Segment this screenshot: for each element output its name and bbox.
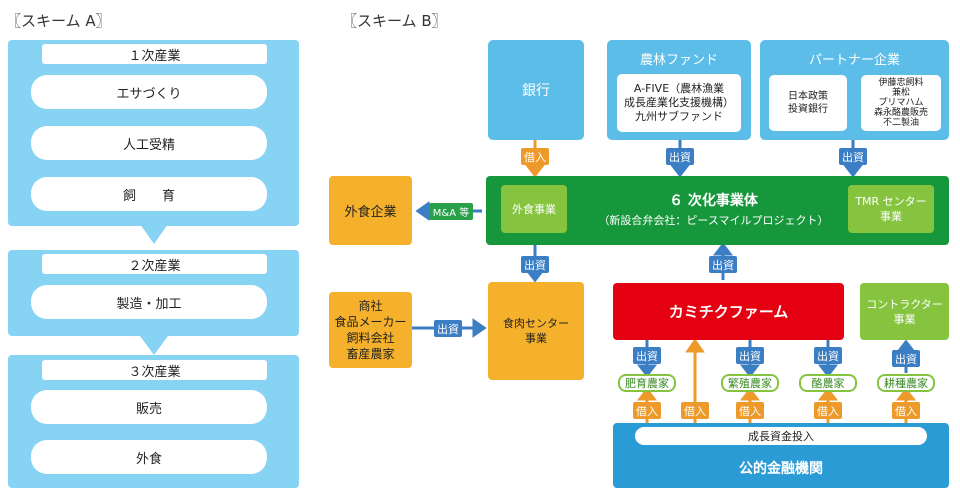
artificial-insemination-item: 人工受精 <box>31 126 267 160</box>
ma-tag: M&A 等 <box>429 203 473 220</box>
dbj-line1: 日本政策 <box>788 91 828 102</box>
dbj-line2: 投資銀行 <box>788 104 828 115</box>
partner-list-box: 伊藤忠飼料 兼松 プリマハム 森永酪農販売 不二製油 <box>861 75 941 131</box>
agri-fund-title: 農林ファンド <box>639 53 718 68</box>
contractor-line2: 事業 <box>893 312 916 326</box>
sales-item: 販売 <box>31 390 267 424</box>
public-finance-label: 公的金融機関 <box>739 461 823 477</box>
partner-4: 森永酪農販売 <box>873 108 928 118</box>
restaurant-company-box: 外食企業 <box>329 176 412 245</box>
loan-tag-bank: 借入 <box>521 148 549 165</box>
contractor-line1: コントラクター <box>866 297 943 311</box>
tmr-line1: TMR センター <box>855 195 927 208</box>
agri-fund-box: 農林ファンド A-FIVE（農林漁業 成長産業化支援機構） 九州サブファンド <box>607 40 751 140</box>
invest-tag-kamichiku: 出資 <box>709 256 737 273</box>
public-finance-box: 成長資金投入 公的金融機関 <box>613 423 949 488</box>
partner-3: プリマハム <box>878 98 924 108</box>
tmr-center-box: TMR センター 事業 <box>848 185 934 233</box>
invest-tag-partners: 出資 <box>839 148 867 165</box>
loan-tag-kamichiku: 借入 <box>681 402 709 419</box>
scheme-b-heading: 〖スキーム B〗 <box>342 12 447 30</box>
a-five-box: A-FIVE（農林漁業 成長産業化支援機構） 九州サブファンド <box>617 74 741 132</box>
feed-making-item: エサづくり <box>31 75 267 109</box>
a-five-line2: 成長産業化支援機構） <box>624 96 734 109</box>
invest-tag-meat-center: 出資 <box>521 256 549 273</box>
sixth-industry-entity-box: 外食事業 ６ 次化事業体 （新設合弁会社：ピースマイルプロジェクト） TMR セ… <box>486 176 949 245</box>
dairy-farm-pill: 酪農家 <box>799 374 857 392</box>
traders-line2: 食品メーカー <box>334 315 407 329</box>
secondary-industry-label: ２次産業 <box>42 254 267 274</box>
partner-companies-title: パートナー企業 <box>808 53 900 68</box>
invest-tag-crop: 出資 <box>892 350 920 367</box>
meat-center-line1: 食肉センター <box>503 317 569 330</box>
traders-line1: 商社 <box>358 299 383 313</box>
traders-line3: 飼料会社 <box>346 331 395 345</box>
traders-line4: 畜産農家 <box>346 347 395 361</box>
loan-tag-crop: 借入 <box>892 402 920 419</box>
crop-farm-pill: 耕種農家 <box>877 374 935 392</box>
partner-5: 不二製油 <box>882 118 919 128</box>
manufacturing-item: 製造・加工 <box>31 285 267 319</box>
breeding-farm-pill: 肥育農家 <box>618 374 676 392</box>
a-five-line3: 九州サブファンド <box>635 110 723 123</box>
dbj-box: 日本政策 投資銀行 <box>769 75 847 131</box>
contractor-box: コントラクター 事業 <box>860 283 949 340</box>
invest-tag-fund: 出資 <box>666 148 694 165</box>
meat-center-line2: 事業 <box>525 332 547 345</box>
partner-1: 伊藤忠飼料 <box>878 78 924 88</box>
invest-tag-breeding: 出資 <box>633 347 661 364</box>
partner-companies-box: パートナー企業 日本政策 投資銀行 伊藤忠飼料 兼松 プリマハム 森永酪農販売 … <box>760 40 949 140</box>
meat-center-box: 食肉センター 事業 <box>488 282 584 380</box>
kamichiku-farm-box: カミチクファーム <box>613 283 844 340</box>
growth-capital-bar: 成長資金投入 <box>635 427 927 445</box>
raising-item: 飼 育 <box>31 177 267 211</box>
loan-tag-dairy: 借入 <box>814 402 842 419</box>
scheme-a-heading: 〖スキーム A〗 <box>6 12 111 30</box>
tmr-line2: 事業 <box>880 210 902 223</box>
invest-tag-traders: 出資 <box>434 320 462 337</box>
traders-box: 商社 食品メーカー 飼料会社 畜産農家 <box>329 292 412 368</box>
loan-tag-propagation: 借入 <box>736 402 764 419</box>
partner-2: 兼松 <box>891 88 910 98</box>
bank-box: 銀行 <box>488 40 584 140</box>
propagation-farm-pill: 繁殖農家 <box>721 374 779 392</box>
dining-item: 外食 <box>31 440 267 474</box>
restaurant-business-box: 外食事業 <box>501 185 567 233</box>
invest-tag-propagation: 出資 <box>736 347 764 364</box>
sixth-industry-title: ６ 次化事業体 <box>669 193 758 209</box>
tertiary-industry-label: ３次産業 <box>42 360 267 380</box>
primary-industry-label: １次産業 <box>42 44 267 64</box>
sixth-industry-subtitle: （新設合弁会社：ピースマイルプロジェクト） <box>598 214 829 227</box>
loan-tag-breeding: 借入 <box>633 402 661 419</box>
a-five-line1: A-FIVE（農林漁業 <box>633 82 725 95</box>
invest-tag-dairy: 出資 <box>814 347 842 364</box>
